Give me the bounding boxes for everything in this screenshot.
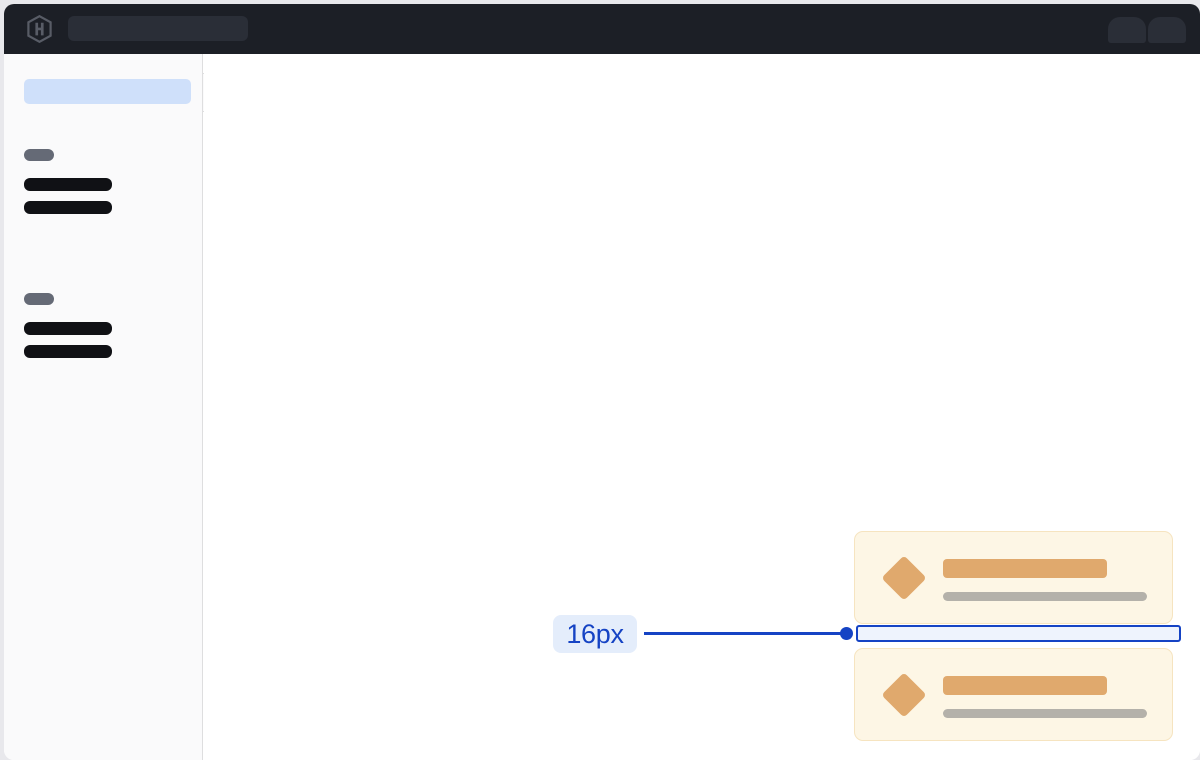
diamond-icon [881,555,927,601]
toolbar-action-placeholder-2[interactable] [1148,17,1186,43]
annotation-leader-dot [840,627,853,640]
top-navigation-bar [4,4,1200,54]
spacing-value-badge: 16px [553,615,637,653]
sidebar-item-active[interactable] [24,79,191,104]
diamond-icon [881,672,927,718]
sidebar-group-1 [24,149,112,214]
card-title-placeholder [943,676,1107,695]
hashicorp-hexagon-logo-icon[interactable] [26,14,53,44]
sidebar-item-2-1[interactable] [24,322,112,335]
sidebar-item-1-1[interactable] [24,178,112,191]
sidebar-item-1-2[interactable] [24,201,112,214]
card-subtitle-placeholder [943,709,1147,718]
window-shell: 16px [4,4,1200,760]
card-title-placeholder [943,559,1107,578]
toolbar-action-placeholder-1[interactable] [1108,17,1146,43]
sidebar-group-2 [24,293,112,358]
sidebar-group-label-2 [24,293,54,305]
card-bottom[interactable] [854,648,1173,741]
search-input[interactable] [68,16,248,41]
spacing-measurement-strip [856,625,1181,642]
annotation-leader-line [644,632,847,635]
main-content-canvas [204,54,1200,760]
sidebar [4,54,203,760]
sidebar-group-label-1 [24,149,54,161]
card-subtitle-placeholder [943,592,1147,601]
card-top[interactable] [854,531,1173,624]
sidebar-item-2-2[interactable] [24,345,112,358]
